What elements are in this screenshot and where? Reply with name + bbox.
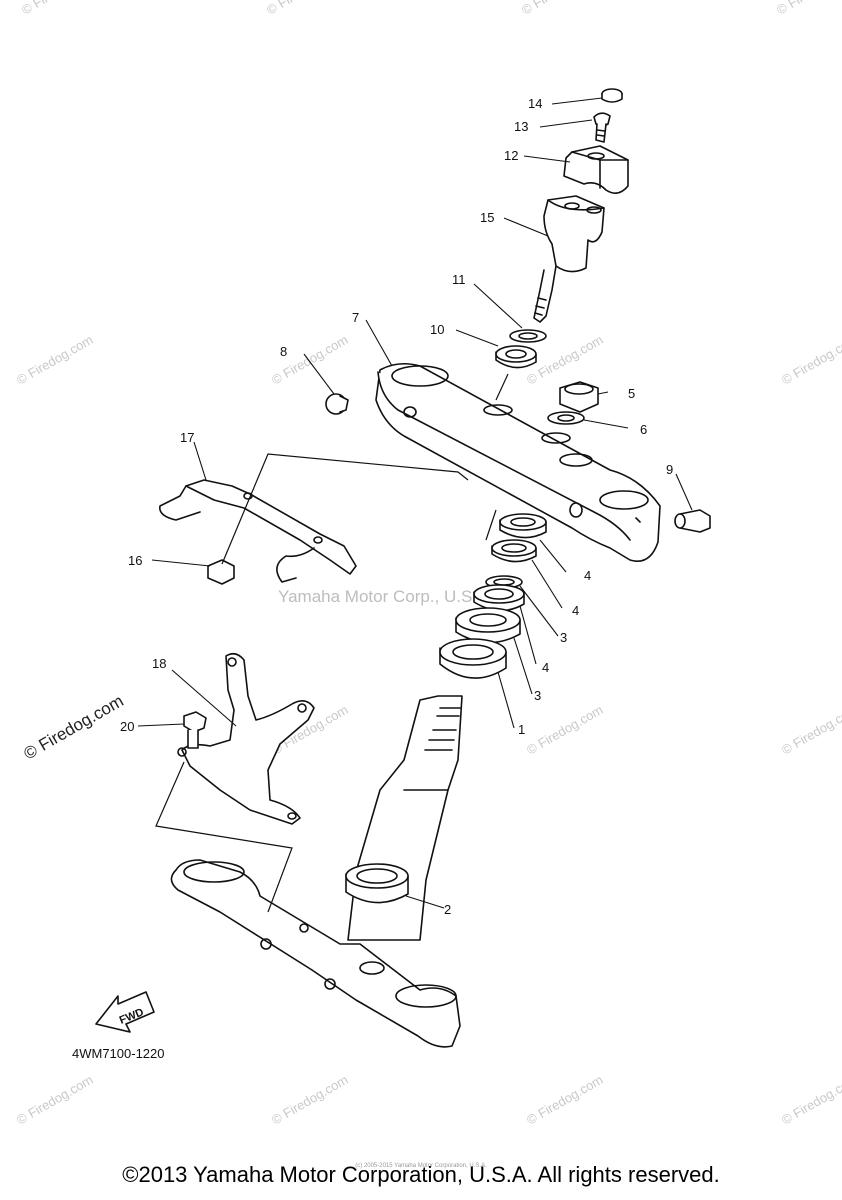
watermark-logo-large: © Firedog.com xyxy=(21,691,127,763)
part-9-upper-bracket xyxy=(375,362,661,562)
callout-17: 15 xyxy=(480,210,494,225)
watermark: © Firedog.com xyxy=(269,332,351,388)
part-6-ring-nut xyxy=(499,513,547,539)
fwd-arrow-icon xyxy=(95,991,155,1033)
callout-1: 1 xyxy=(518,722,525,737)
part-13-washer xyxy=(509,329,547,343)
callout-4-lower: 4 xyxy=(542,660,549,675)
copyright-footer: ©2013 Yamaha Motor Corporation, U.S.A. A… xyxy=(122,1162,720,1187)
watermark: © Firedog.com xyxy=(19,0,101,18)
callout-19: 17 xyxy=(180,430,194,445)
part-15-bolt xyxy=(593,112,611,143)
assembly-lines xyxy=(155,373,509,913)
callout-16: 14 xyxy=(528,96,542,111)
callout-12: 10 xyxy=(430,322,444,337)
diagram-part-code: 4WM7100-1220 xyxy=(72,1046,165,1061)
callout-10: 8 xyxy=(280,344,287,359)
watermark: © Firedog.com xyxy=(779,1072,842,1128)
callout-6: 4 xyxy=(584,568,591,583)
watermark: © Firedog.com xyxy=(269,1072,351,1128)
part-7-nut xyxy=(559,381,599,413)
watermark: © Firedog.com xyxy=(774,0,842,18)
callout-7: 5 xyxy=(628,386,635,401)
fwd-arrow: FWD xyxy=(95,991,155,1033)
callout-9: 7 xyxy=(352,310,359,325)
part-4-washer xyxy=(491,539,537,563)
watermark: © Firedog.com xyxy=(14,332,96,388)
watermark: © Firedog.com xyxy=(524,702,606,758)
part-8-washer xyxy=(547,411,585,425)
part-10-grommet xyxy=(325,393,349,415)
tiny-copyright-note: (c) 2005-2015 Yamaha Motor Corporation, … xyxy=(355,1163,487,1169)
leader-lines xyxy=(137,97,693,909)
part-21-bolt xyxy=(183,711,207,749)
watermark: © Firedog.com xyxy=(264,0,346,18)
part-14-upper-holder xyxy=(563,145,629,194)
part-1-bearing xyxy=(439,638,507,679)
callout-8: 6 xyxy=(640,422,647,437)
callout-15: 13 xyxy=(514,119,528,134)
watermark: © Firedog.com xyxy=(519,0,601,18)
parts xyxy=(159,88,711,1048)
watermark: © Firedog.com xyxy=(779,332,842,388)
watermark: © Firedog.com xyxy=(524,1072,606,1128)
callout-18: 16 xyxy=(128,553,142,568)
callout-21: 20 xyxy=(120,719,134,734)
callouts: 14 13 12 15 11 10 7 8 5 6 9 17 16 4 4 3 … xyxy=(120,96,673,917)
watermark: © Firedog.com xyxy=(14,1072,96,1128)
callout-11: 9 xyxy=(666,462,673,477)
callout-4: 4 xyxy=(572,603,579,618)
callout-2: 2 xyxy=(444,902,451,917)
part-16-cap xyxy=(601,88,623,103)
watermark-center: Yamaha Motor Corp., U.S.A. xyxy=(278,587,493,606)
callout-5: 3 xyxy=(560,630,567,645)
part-3-bearing xyxy=(455,607,521,644)
watermark: © Firedog.com xyxy=(779,702,842,758)
part-2-seal xyxy=(345,863,409,904)
part-17-lower-holder xyxy=(533,195,605,323)
part-12-damper xyxy=(495,345,537,369)
callout-14: 12 xyxy=(504,148,518,163)
callout-20: 18 xyxy=(152,656,166,671)
callout-3: 3 xyxy=(534,688,541,703)
part-11-bolt xyxy=(674,509,711,533)
part-19-cable-guide xyxy=(159,479,357,583)
part-18-nut xyxy=(207,559,235,585)
callout-13: 11 xyxy=(452,272,466,287)
part-4-washer-lower xyxy=(473,584,525,612)
